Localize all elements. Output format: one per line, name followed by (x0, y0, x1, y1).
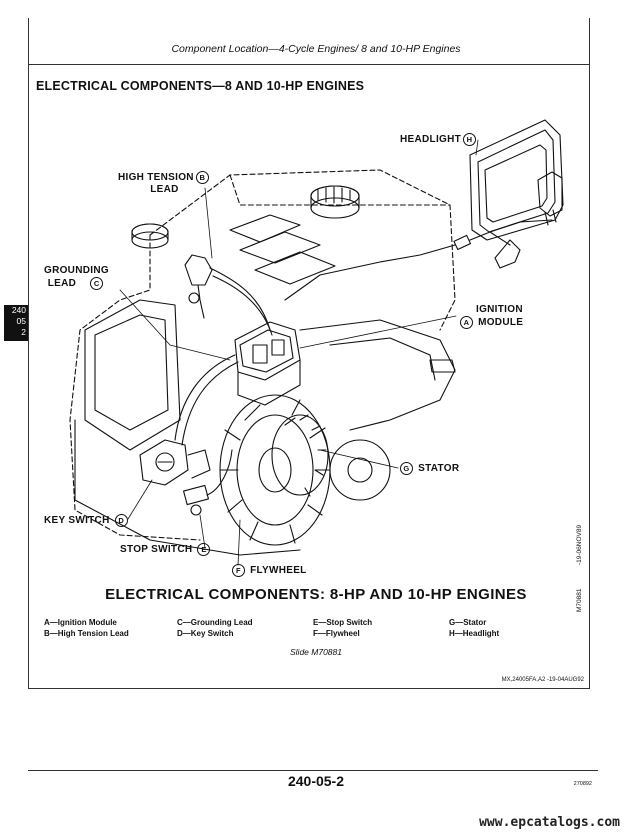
stop-switch (183, 449, 233, 516)
legend-column: E—Stop Switch F—Flywheel (313, 617, 372, 639)
legend-column: C—Grounding Lead D—Key Switch (177, 617, 253, 639)
legend-item: D—Key Switch (177, 629, 234, 638)
engine-block-solid (74, 299, 456, 556)
legend-item: H—Headlight (449, 629, 500, 638)
callout-letter-d: D (114, 514, 128, 527)
callout-stator: G STATOR (398, 462, 459, 475)
oil-cap (131, 223, 169, 249)
callout-grounding-label-1: GROUNDING (44, 265, 109, 276)
figure-caption: ELECTRICAL COMPONENTS: 8-HP AND 10-HP EN… (105, 586, 527, 603)
headlight-wire (284, 219, 553, 301)
side-tab-line: 05 (16, 316, 26, 326)
callout-stop-switch-label: STOP SWITCH (120, 544, 193, 556)
slide-reference: Slide M70881 (290, 647, 342, 657)
legend-item: E—Stop Switch (313, 618, 373, 627)
section-title: ELECTRICAL COMPONENTS—8 AND 10-HP ENGINE… (36, 79, 365, 93)
flywheel (219, 394, 331, 546)
side-tab-line: 240 (11, 305, 26, 315)
callout-high-tension-label-1: HIGH TENSION (118, 172, 194, 184)
bottom-rule (28, 770, 598, 771)
legend-item: C—Grounding Lead (177, 618, 253, 627)
legend-item: A—Ignition Module (44, 618, 117, 627)
header-rule (28, 64, 589, 65)
tiny-code: 270892 (573, 781, 592, 787)
figure-date-code: -19-06NOV89 (576, 524, 583, 565)
callout-letter-e: E (197, 543, 211, 556)
engine-block (69, 169, 456, 541)
fuel-cap (310, 185, 360, 219)
stator (271, 414, 329, 497)
callout-letter-b: B (195, 171, 209, 184)
source-id: MX,24005FA,A2 -19-04AUG92 (501, 677, 584, 683)
grounding-lead (174, 354, 239, 446)
legend-column: G—Stator H—Headlight (449, 617, 499, 639)
callout-stop-switch: STOP SWITCH E (120, 543, 212, 556)
callout-key-switch: KEY SWITCH D (44, 514, 130, 527)
side-tab-line: 2 (21, 327, 26, 337)
spark-plug-boot (184, 254, 273, 336)
callout-grounding-label-2: LEAD (47, 278, 77, 290)
callout-letter-g: G (400, 462, 413, 475)
callout-flywheel-label: FLYWHEEL (250, 565, 307, 577)
legend-item: G—Stator (449, 618, 487, 627)
page-number: 240-05-2 (287, 773, 345, 789)
callout-letter-h: H (463, 133, 477, 146)
key-switch (139, 439, 211, 486)
website-watermark: www.epcatalogs.com (479, 815, 620, 830)
callout-headlight-label: HEADLIGHT (400, 134, 462, 146)
callout-letter-a: A (460, 316, 473, 329)
callout-stator-label: STATOR (418, 463, 460, 475)
legend-item: B—High Tension Lead (44, 629, 129, 638)
side-tab: 240 05 2 (4, 305, 28, 341)
callout-ignition-label-1: IGNITION (476, 304, 523, 315)
callout-ignition-module: IGNITION A MODULE (458, 304, 523, 329)
headlight (469, 119, 564, 241)
leader-lines (119, 139, 479, 566)
right-detail (329, 359, 456, 501)
callout-high-tension-label-2: LEAD (150, 184, 179, 196)
cylinder-fins (229, 214, 336, 285)
callout-letter-f: F (232, 564, 245, 577)
callout-grounding-lead: GROUNDING LEAD C (44, 265, 109, 290)
ignition-module (234, 321, 301, 406)
page-frame (28, 18, 590, 689)
callout-ignition-label-2: MODULE (478, 317, 524, 329)
legend-column: A—Ignition Module B—High Tension Lead (44, 617, 129, 639)
running-head: Component Location—4-Cycle Engines/ 8 an… (171, 43, 461, 55)
legend-item: F—Flywheel (313, 629, 360, 638)
callout-letter-c: C (90, 277, 104, 290)
callout-key-switch-label: KEY SWITCH (44, 515, 110, 527)
callout-flywheel: F FLYWHEEL (230, 564, 307, 577)
